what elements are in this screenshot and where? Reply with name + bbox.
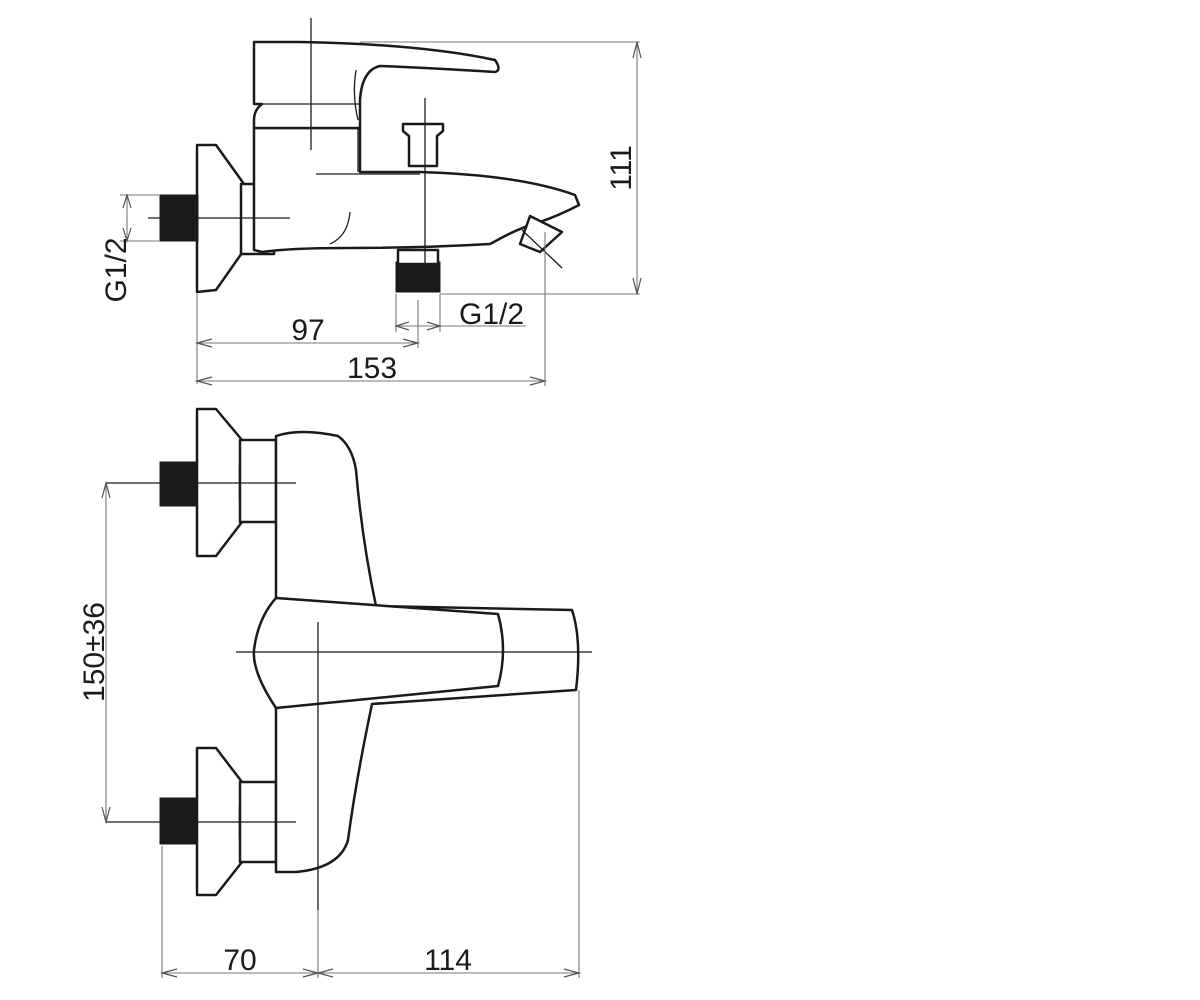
side-mixer-body [252, 126, 581, 254]
side-diverter-knob [401, 122, 445, 168]
thread-left-label: G1/2 [100, 237, 133, 302]
dim-153-label: 153 [347, 352, 397, 385]
thread-bottom-label: G1/2 [459, 298, 524, 331]
top-thread-lower [159, 797, 198, 845]
top-thread-upper [159, 461, 198, 507]
side-view: 111 G1/2 G1/2 97 153 [100, 18, 642, 386]
side-lever-handle [252, 40, 500, 130]
top-lever-handle [252, 596, 505, 710]
dim-97-label: 97 [291, 314, 324, 347]
side-aerator [518, 214, 564, 254]
dim-height-label: 111 [605, 145, 638, 191]
dim-114-label: 114 [424, 944, 472, 977]
top-view: 150±36 70 114 [78, 407, 592, 978]
dim-inlet-spacing-label: 150±36 [78, 602, 111, 702]
dim-70-label: 70 [223, 944, 256, 977]
side-bottom-thread [395, 261, 441, 293]
